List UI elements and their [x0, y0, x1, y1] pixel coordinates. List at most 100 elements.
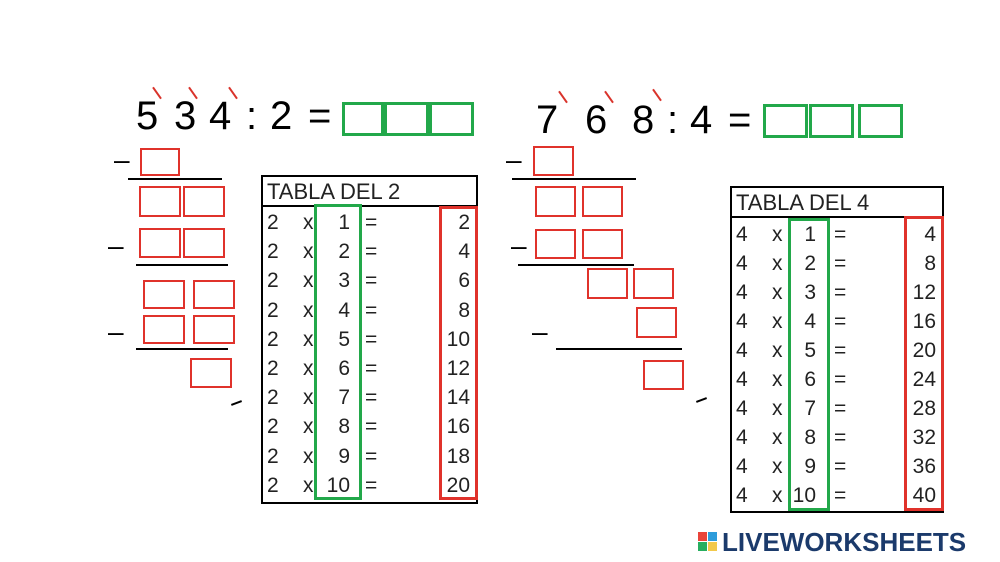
factor-cell: 4: [736, 310, 748, 333]
times-sign: x: [772, 484, 783, 507]
dividend-digit: 7: [536, 98, 559, 142]
times-sign: x: [303, 386, 314, 410]
factor-cell: 2: [267, 357, 279, 380]
answer-box[interactable]: [183, 228, 225, 258]
times-sign: x: [772, 339, 783, 362]
minus-sign: –: [506, 144, 522, 175]
dividend-digit: 3: [174, 94, 197, 138]
product-cell: 4: [924, 223, 936, 246]
divisor: 2: [270, 94, 293, 138]
equals-cell: =: [365, 357, 378, 380]
factor-cell: 2: [267, 386, 279, 410]
multiplier-cell: 8: [338, 415, 350, 439]
multiplier-cell: 9: [804, 455, 816, 478]
answer-box[interactable]: [533, 146, 574, 176]
answer-box[interactable]: [535, 229, 576, 259]
minus-sign: –: [108, 316, 124, 347]
times-sign: x: [303, 444, 314, 468]
multiplier-cell: 1: [338, 211, 350, 234]
answer-box[interactable]: [636, 307, 677, 338]
factor-cell: 2: [267, 298, 279, 322]
times-sign: x: [303, 211, 314, 234]
equals-cell: =: [834, 455, 847, 478]
answer-box[interactable]: [535, 186, 576, 217]
equals-cell: =: [365, 298, 378, 322]
answer-box[interactable]: [193, 315, 235, 344]
table-row: 2 x 6 = 12: [263, 354, 476, 383]
multiplier-cell: 6: [338, 357, 350, 380]
subtraction-line: [518, 264, 634, 266]
equals-cell: =: [365, 327, 378, 351]
quotient-digit-box[interactable]: [342, 102, 384, 136]
equals-cell: =: [834, 397, 847, 420]
product-cell: 24: [912, 368, 936, 391]
times-sign: x: [772, 281, 783, 304]
equals-sign: =: [308, 94, 332, 138]
multiplier-column-highlight: [314, 204, 362, 500]
dividend-digit: 8: [632, 98, 655, 142]
product-cell: 8: [458, 298, 470, 322]
answer-box[interactable]: [143, 280, 185, 309]
equals-cell: =: [365, 444, 378, 468]
multiplier-cell: 5: [338, 327, 350, 351]
multiplier-cell: 7: [338, 386, 350, 410]
times-sign: x: [303, 357, 314, 380]
equals-cell: =: [365, 269, 378, 293]
answer-box[interactable]: [582, 229, 623, 259]
remainder-box[interactable]: [190, 358, 232, 388]
product-cell: 10: [446, 327, 470, 351]
answer-box[interactable]: [193, 280, 235, 309]
quotient-digit-box[interactable]: [384, 102, 429, 136]
times-sign: x: [772, 310, 783, 333]
answer-box[interactable]: [633, 268, 674, 299]
quotient-digit-box[interactable]: [858, 104, 903, 138]
answer-box[interactable]: [582, 186, 623, 217]
factor-cell: 4: [736, 368, 748, 391]
equals-cell: =: [365, 473, 378, 497]
division-sign: :: [246, 94, 258, 138]
factor-cell: 4: [736, 223, 748, 246]
factor-cell: 4: [736, 426, 748, 449]
dividend-digit: 5: [136, 94, 159, 138]
multiplier-cell: 10: [326, 473, 350, 497]
answer-box[interactable]: [139, 228, 181, 258]
multiplier-cell: 2: [804, 252, 816, 275]
times-sign: x: [303, 298, 314, 322]
quotient-digit-box[interactable]: [809, 104, 854, 138]
subtraction-line: [136, 264, 228, 266]
answer-box[interactable]: [587, 268, 628, 299]
remainder-box[interactable]: [643, 360, 684, 390]
product-cell: 16: [912, 310, 936, 333]
dividend-digit: 6: [585, 98, 608, 142]
subtraction-line: [556, 348, 682, 350]
answer-box[interactable]: [143, 315, 185, 344]
factor-cell: 4: [736, 252, 748, 275]
quotient-digit-box[interactable]: [429, 102, 474, 136]
equals-cell: =: [834, 484, 847, 507]
quotient-digit-box[interactable]: [763, 104, 808, 138]
product-cell: 12: [446, 357, 470, 380]
times-sign: x: [772, 223, 783, 246]
answer-box[interactable]: [140, 148, 180, 176]
multiplier-column-highlight: [788, 218, 830, 511]
equals-sign: =: [728, 98, 752, 142]
product-cell: 6: [458, 269, 470, 293]
equals-cell: =: [834, 426, 847, 449]
answer-box[interactable]: [139, 186, 181, 217]
times-sign: x: [772, 368, 783, 391]
answer-box[interactable]: [183, 186, 225, 217]
product-cell: 28: [912, 397, 936, 420]
multiplier-cell: 10: [792, 484, 816, 507]
product-column-highlight: [904, 216, 944, 511]
